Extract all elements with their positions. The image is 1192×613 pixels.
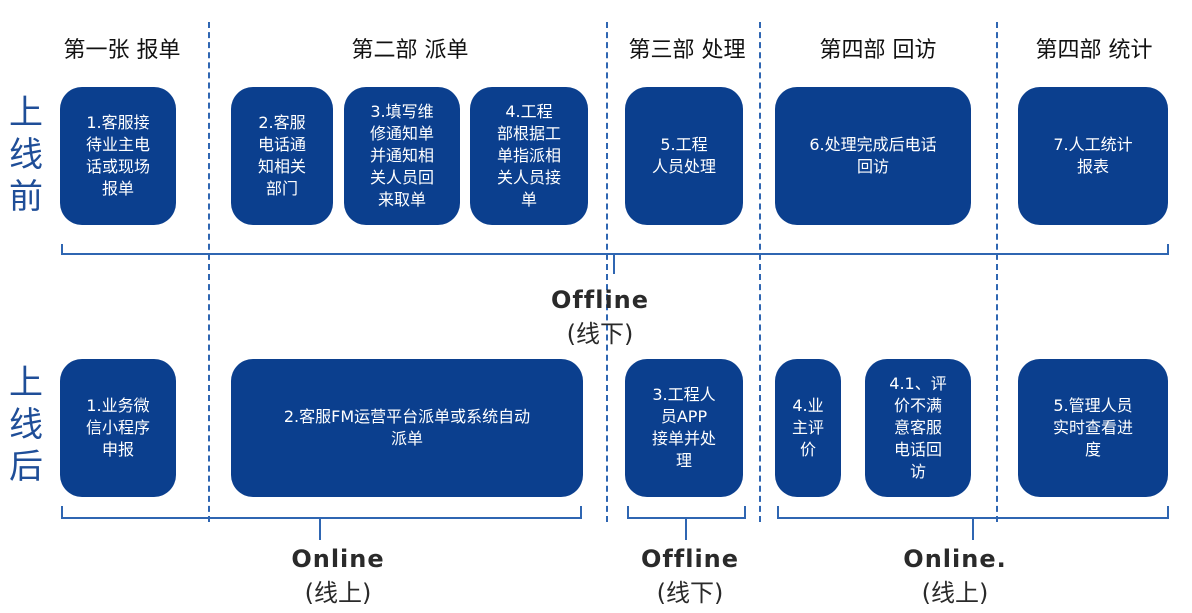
before-box-2: 2.客服 电话通 知相关 部门	[231, 87, 333, 225]
group-offline-bottom: Offline (线下)	[641, 545, 739, 608]
group-online-right: Online. (线上)	[903, 545, 1006, 608]
divider-1	[208, 22, 210, 522]
bracket-offline-bottom	[627, 506, 746, 540]
group-online-left-title: Online	[291, 545, 385, 573]
row-label-after: 上 线 后	[9, 363, 43, 487]
group-offline-mid-sub: (线下)	[566, 320, 634, 348]
before-box-5: 5.工程 人员处理	[625, 87, 743, 225]
after-box-2: 2.客服FM运营平台派单或系统自动 派单	[231, 359, 583, 497]
before-box-4: 4.工程 部根据工 单指派相 关人员接 单	[470, 87, 588, 225]
header-step1: 第一张 报单	[63, 38, 181, 63]
bracket-online-left	[61, 506, 582, 540]
before-box-3: 3.填写维 修通知单 并通知相 关人员回 来取单	[344, 87, 460, 225]
row-label-before: 上 线 前	[9, 93, 43, 217]
before-box-7: 7.人工统计 报表	[1018, 87, 1168, 225]
after-box-1: 1.业务微 信小程序 申报	[60, 359, 176, 497]
header-step4: 第四部 回访	[819, 38, 937, 63]
after-box-3: 3.工程人 员APP 接单并处 理	[625, 359, 743, 497]
group-online-left-sub: (线上)	[304, 579, 372, 607]
after-box-4-1: 4.1、评 价不满 意客服 电话回 访	[865, 359, 971, 497]
divider-2	[606, 22, 608, 522]
group-online-left: Online (线上)	[291, 545, 384, 608]
group-offline-mid-title: Offline	[550, 286, 650, 314]
after-box-5: 5.管理人员 实时查看进 度	[1018, 359, 1168, 497]
after-box-4: 4.业 主评 价	[775, 359, 841, 497]
divider-4	[996, 22, 998, 522]
before-box-1: 1.客服接 待业主电 话或现场 报单	[60, 87, 176, 225]
bracket-offline-mid	[61, 244, 1169, 274]
before-box-6: 6.处理完成后电话 回访	[775, 87, 971, 225]
group-offline-mid: Offline (线下)	[551, 286, 649, 349]
group-offline-bottom-title: Offline	[640, 545, 740, 573]
header-step3: 第三部 处理	[628, 38, 746, 63]
divider-3	[759, 22, 761, 522]
header-step2: 第二部 派单	[351, 38, 469, 63]
group-online-right-title: Online.	[903, 545, 1007, 573]
bracket-online-right	[777, 506, 1169, 540]
header-step5: 第四部 统计	[1035, 38, 1153, 63]
group-offline-bottom-sub: (线下)	[656, 579, 724, 607]
group-online-right-sub: (线上)	[921, 579, 989, 607]
